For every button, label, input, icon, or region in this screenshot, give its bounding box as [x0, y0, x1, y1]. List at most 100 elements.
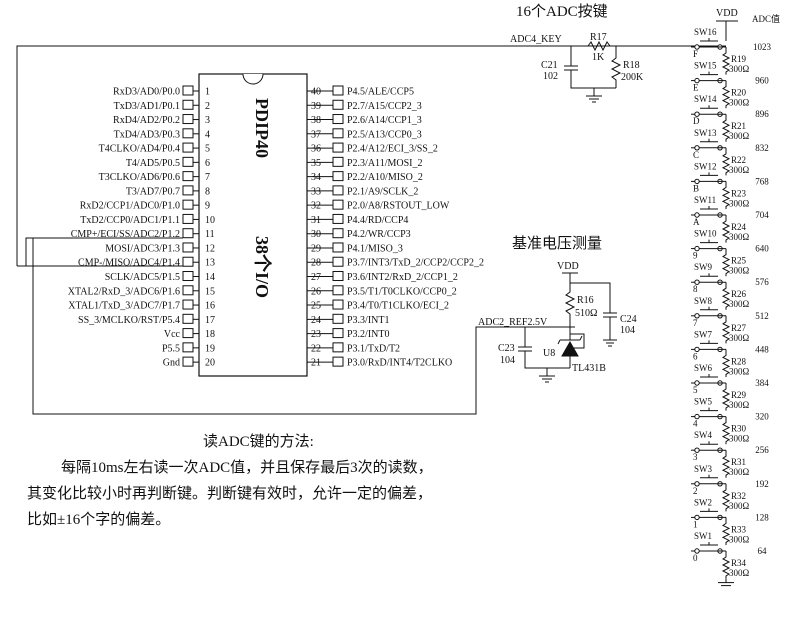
- r17-name: R17: [590, 32, 607, 43]
- right-pin-label: P4.4/RD/CCP4: [347, 215, 408, 226]
- left-pin-label: SS_3/MCLKO/RST/P5.4: [78, 315, 180, 326]
- key-label: F: [693, 49, 698, 59]
- adc2-net-label: ADC2_REF2.5V: [478, 317, 548, 328]
- resistor-value: 300Ω: [729, 64, 750, 74]
- switch-label: SW5: [694, 397, 713, 407]
- resistor-value: 300Ω: [729, 333, 750, 343]
- right-pin-number: 29: [311, 243, 321, 254]
- right-pin-label: P3.2/INT0: [347, 329, 390, 340]
- left-pin-label: RxD4/AD2/P0.2: [113, 115, 180, 126]
- adc4-wiring: [16, 45, 726, 415]
- resistor-name: R34: [731, 558, 747, 568]
- switch-label: SW4: [694, 430, 713, 440]
- left-pin-number: 1: [205, 87, 210, 98]
- method-line-1: 每隔10ms左右读一次ADC值，并且保存最后3次的读数，: [61, 459, 433, 476]
- right-pin-number: 23: [311, 329, 321, 340]
- left-pin-label: T3CLKO/AD6/P0.6: [99, 172, 180, 183]
- key-label: 4: [693, 419, 698, 429]
- right-pin-number: 27: [311, 272, 321, 283]
- switch-label: SW10: [694, 229, 717, 239]
- right-pin-39: 39 P2.7/A15/CCP2_3: [307, 99, 422, 112]
- c24-name: C24: [620, 314, 637, 325]
- switch-label: SW1: [694, 531, 712, 541]
- right-pin-number: 28: [311, 258, 321, 269]
- right-pin-label: P4.5/ALE/CCP5: [347, 87, 414, 98]
- switch-label: SW13: [694, 128, 717, 138]
- right-pin-number: 21: [311, 358, 321, 369]
- c24-value: 104: [620, 325, 635, 336]
- key-label: 0: [693, 553, 698, 563]
- right-pin-number: 31: [311, 215, 321, 226]
- right-pin-23: 23 P3.2/INT0: [307, 328, 390, 340]
- right-pin-label: P3.7/INT3/TxD_2/CCP2/CCP2_2: [347, 258, 484, 269]
- right-pin-number: 37: [311, 129, 321, 140]
- key-label: C: [693, 150, 699, 160]
- resistor-name: R27: [731, 323, 747, 333]
- switch-label: SW8: [694, 296, 713, 306]
- right-pin-number: 24: [311, 315, 321, 326]
- left-pin-number: 14: [205, 272, 215, 283]
- mcu-chip: PDIP40 38个I/O: [198, 73, 308, 377]
- left-pin-label: T4CLKO/AD4/P0.4: [99, 144, 180, 155]
- right-pin-label: P4.2/WR/CCP3: [347, 229, 411, 240]
- c23-name: C23: [498, 343, 515, 354]
- left-pin-label: T3/AD7/P0.7: [126, 186, 180, 197]
- key-label: D: [693, 116, 700, 126]
- resistor-value: 300Ω: [729, 299, 750, 309]
- key-label: 9: [693, 251, 698, 261]
- key-label: 1: [693, 519, 698, 529]
- left-pin-17: SS_3/MCLKO/RST/P5.4 17: [78, 313, 215, 326]
- resistor-name: R31: [731, 457, 746, 467]
- switch-label: SW7: [694, 329, 713, 339]
- resistor-value: 300Ω: [729, 568, 750, 578]
- c23-value: 104: [500, 355, 515, 366]
- left-pin-label: CMP-/MISO/ADC4/P1.4: [78, 258, 180, 269]
- right-pin-number: 39: [311, 101, 321, 112]
- key-label: B: [693, 183, 699, 193]
- right-pin-number: 26: [311, 286, 321, 297]
- adc4-net-label: ADC4_KEY: [510, 34, 562, 45]
- switch-label: SW2: [694, 497, 712, 507]
- key-label: A: [693, 217, 700, 227]
- adc-value: 704: [755, 210, 769, 220]
- left-pin-number: 17: [205, 315, 215, 326]
- resistor-name: R23: [731, 188, 747, 198]
- adc-value: 256: [755, 445, 769, 455]
- right-pin-number: 33: [311, 186, 321, 197]
- resistor-name: R26: [731, 289, 747, 299]
- key-label: 5: [693, 385, 698, 395]
- right-pin-label: P2.7/A15/CCP2_3: [347, 101, 422, 112]
- ground-symbol-ref: [539, 368, 555, 383]
- left-pin-label: TxD2/CCP0/ADC1/P1.1: [80, 215, 180, 226]
- right-pin-label: P2.0/A8/RSTOUT_LOW: [347, 201, 450, 212]
- left-pin-number: 18: [205, 329, 215, 340]
- key-label: 8: [693, 284, 698, 294]
- left-pin-number: 7: [205, 172, 210, 183]
- resistor-value: 300Ω: [729, 266, 750, 276]
- left-pin-label: Vcc: [164, 329, 181, 340]
- resistor-name: R28: [731, 356, 747, 366]
- resistor-value: 300Ω: [729, 366, 750, 376]
